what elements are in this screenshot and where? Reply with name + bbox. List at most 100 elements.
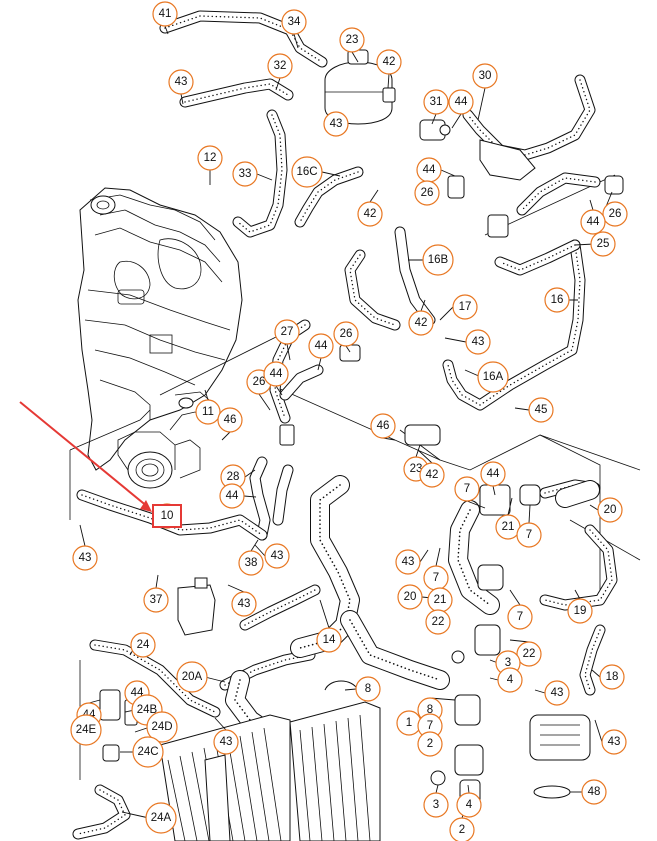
callout-text: 24A bbox=[151, 812, 172, 824]
callout-text: 26 bbox=[253, 376, 266, 388]
callout-ring bbox=[152, 1, 178, 27]
leader-line bbox=[444, 337, 467, 343]
leader-line bbox=[419, 549, 429, 563]
callout-43: 43 bbox=[264, 543, 290, 569]
callout-text: 3 bbox=[433, 799, 439, 811]
callout-ring bbox=[339, 27, 365, 53]
leader-line bbox=[275, 77, 281, 91]
callout-text: 24 bbox=[137, 639, 150, 651]
callout-ring bbox=[291, 156, 323, 188]
callout-7: 7 bbox=[507, 604, 533, 630]
callout-text: 2 bbox=[459, 824, 465, 836]
callout-text: 44 bbox=[487, 468, 500, 480]
callout-42: 42 bbox=[419, 462, 445, 488]
callout-21: 21 bbox=[427, 587, 453, 613]
callout-ring bbox=[423, 89, 449, 115]
callout-text: 44 bbox=[423, 164, 436, 176]
callout-ring bbox=[308, 333, 334, 359]
callout-text: 16B bbox=[428, 254, 449, 266]
callout-ring bbox=[472, 63, 498, 89]
callout-44: 44 bbox=[263, 361, 289, 387]
callout-text: 43 bbox=[330, 118, 343, 130]
callout-text: 22 bbox=[432, 616, 445, 628]
callout-ring bbox=[281, 9, 307, 35]
callout-text: 7 bbox=[433, 572, 439, 584]
leader-line bbox=[180, 93, 184, 105]
callout-text: 7 bbox=[464, 483, 470, 495]
highlight-arrow bbox=[19, 401, 152, 512]
callout-text: 43 bbox=[402, 556, 415, 568]
callout-25: 25 bbox=[590, 231, 616, 257]
callout-16: 16 bbox=[544, 287, 570, 313]
callout-43: 43 bbox=[544, 680, 570, 706]
callout-ring bbox=[130, 632, 156, 658]
callout-ring bbox=[219, 483, 245, 509]
callout-text: 3 bbox=[505, 657, 511, 669]
callout-24E: 24E bbox=[70, 714, 102, 746]
callout-text: 43 bbox=[220, 736, 233, 748]
callout-38: 38 bbox=[238, 550, 264, 576]
callout-16C: 16C bbox=[291, 156, 323, 188]
callout-text: 43 bbox=[175, 76, 188, 88]
callout-ring bbox=[355, 676, 381, 702]
leader-line bbox=[221, 431, 231, 441]
callout-ring bbox=[168, 69, 194, 95]
callout-19: 19 bbox=[567, 598, 593, 624]
callout-text: 16 bbox=[551, 294, 564, 306]
callout-43: 43 bbox=[231, 591, 257, 617]
callout-text: 16A bbox=[483, 371, 504, 383]
callout-text: 44 bbox=[455, 96, 468, 108]
callout-text: 23 bbox=[410, 463, 423, 475]
callout-ring bbox=[231, 591, 257, 617]
leader-line bbox=[594, 719, 603, 743]
leader-line bbox=[528, 504, 531, 524]
callout-text: 1 bbox=[406, 717, 412, 729]
callout-ring bbox=[480, 461, 506, 487]
callout-ring bbox=[597, 497, 623, 523]
coolant-hoses bbox=[72, 10, 618, 840]
callout-1: 1 bbox=[396, 710, 422, 736]
leader-line bbox=[435, 784, 439, 794]
callout-text: 37 bbox=[150, 594, 163, 606]
callout-46: 46 bbox=[217, 407, 243, 433]
callout-ring bbox=[422, 244, 454, 276]
callout-16A: 16A bbox=[477, 361, 509, 393]
leader-line bbox=[79, 524, 86, 547]
callout-text: 4 bbox=[466, 799, 473, 811]
callout-20: 20 bbox=[397, 584, 423, 610]
callout-text: 8 bbox=[365, 683, 371, 695]
callout-text: 21 bbox=[434, 594, 447, 606]
leader-line bbox=[431, 113, 437, 125]
callout-text: 20 bbox=[604, 504, 617, 516]
callout-ring bbox=[145, 802, 177, 834]
leader-line bbox=[214, 717, 227, 731]
engine-block-drawing bbox=[77, 187, 243, 489]
callout-27: 27 bbox=[274, 319, 300, 345]
callout-text: 26 bbox=[421, 187, 434, 199]
leader-line bbox=[244, 469, 256, 478]
callout-43: 43 bbox=[601, 729, 627, 755]
leader-line bbox=[319, 599, 330, 629]
callout-ring bbox=[143, 587, 169, 613]
leader-line bbox=[467, 784, 470, 794]
callout-text: 14 bbox=[323, 634, 336, 646]
leader-line bbox=[492, 485, 496, 496]
callout-text: 16C bbox=[296, 166, 317, 178]
callout-ring bbox=[263, 361, 289, 387]
callout-ring bbox=[217, 407, 243, 433]
callout-ring bbox=[602, 201, 628, 227]
callout-ring bbox=[414, 180, 440, 206]
callout-text: 46 bbox=[377, 420, 390, 432]
callout-31: 31 bbox=[423, 89, 449, 115]
callout-text: 42 bbox=[426, 469, 439, 481]
callout-ring bbox=[72, 545, 98, 571]
leader-line bbox=[509, 639, 530, 643]
callout-text: 26 bbox=[340, 328, 353, 340]
callout-ring bbox=[516, 522, 542, 548]
callout-ring bbox=[590, 231, 616, 257]
callout-11: 11 bbox=[195, 399, 221, 425]
callout-text: 31 bbox=[430, 96, 443, 108]
callout-ring bbox=[376, 49, 402, 75]
callout-42: 42 bbox=[408, 310, 434, 336]
